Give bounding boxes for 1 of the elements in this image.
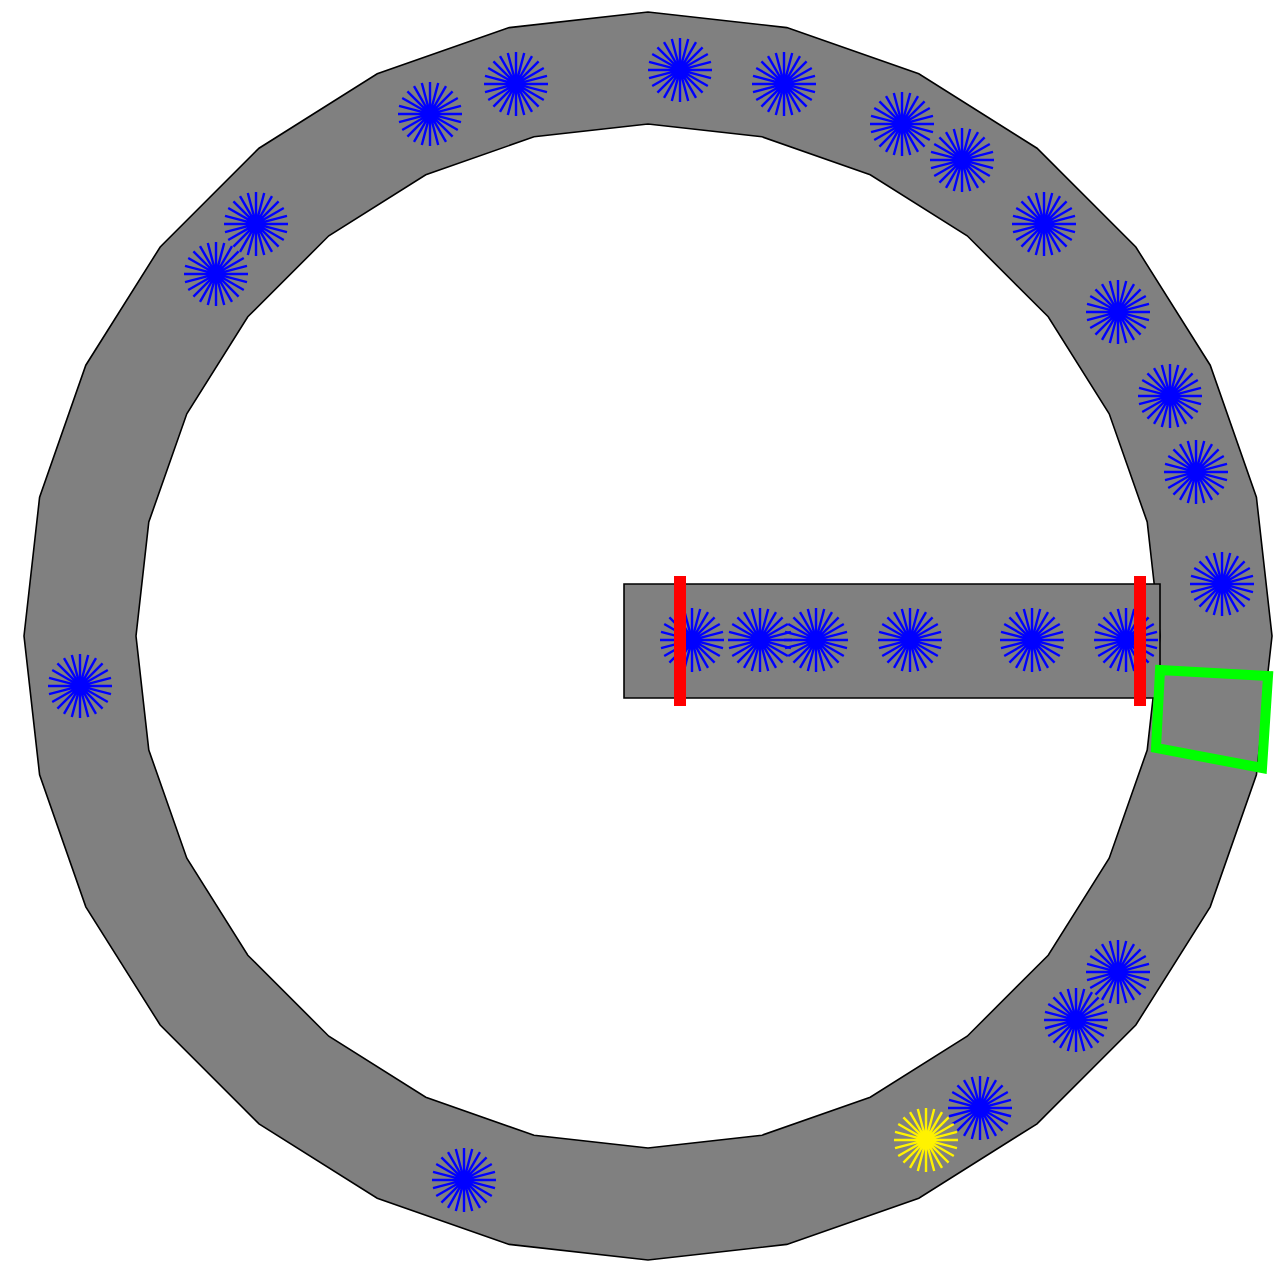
ring-track bbox=[23, 11, 1273, 1261]
